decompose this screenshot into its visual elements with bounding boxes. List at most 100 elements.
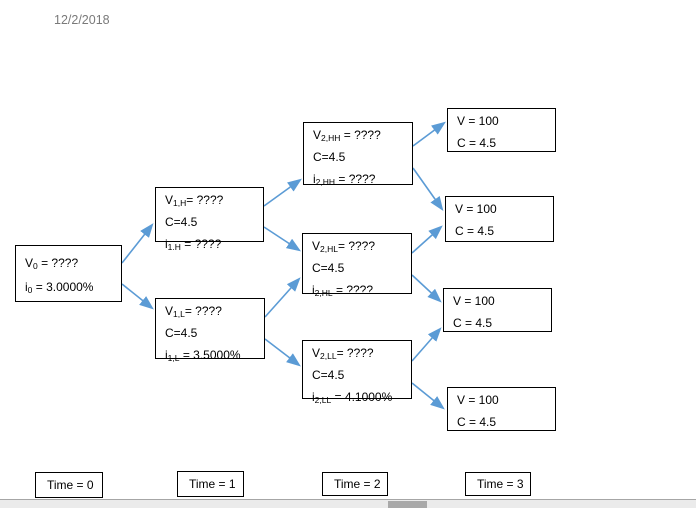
time-label-text: Time = 0 <box>47 478 94 492</box>
time-label-text: Time = 1 <box>189 477 236 491</box>
node-line: C = 4.5 <box>453 314 551 336</box>
tree-branch-arrow <box>263 226 302 252</box>
scrollbar-thumb[interactable] <box>388 501 427 508</box>
horizontal-scrollbar[interactable] <box>0 499 696 508</box>
tree-node-m2: V = 100 C = 4.5 <box>445 196 554 242</box>
slide-date: 12/2/2018 <box>54 13 110 27</box>
line-subscript: 2,LL <box>320 351 337 361</box>
node-line: C=4.5 <box>313 148 412 170</box>
node-line: V2,LL= ???? <box>312 344 411 366</box>
line-pre: C=4.5 <box>165 326 198 340</box>
line-pre: V <box>25 256 34 270</box>
line-subscript: 0 <box>27 285 33 295</box>
node-line: i2,HL = ???? <box>312 281 411 303</box>
tree-branch-arrow <box>412 167 444 211</box>
node-line: V1,L= ???? <box>165 302 264 324</box>
line-subscript: 2,HH <box>321 133 341 143</box>
node-line: i0 = 3.0000% <box>25 277 121 301</box>
line-post: = ???? <box>340 128 381 142</box>
tree-branch-arrow <box>121 223 154 264</box>
node-line: C=4.5 <box>165 324 264 346</box>
node-line: V1,H= ???? <box>165 191 263 213</box>
line-subscript: 2,LL <box>314 395 332 405</box>
node-line: C=4.5 <box>312 366 411 388</box>
node-line: C=4.5 <box>165 213 263 235</box>
line-pre: i <box>312 283 315 297</box>
tree-node-m4: V = 100 C = 4.5 <box>447 387 556 431</box>
line-subscript: 0 <box>33 261 38 271</box>
tree-branch-arrow <box>263 178 302 207</box>
line-subscript: 1.H <box>167 242 181 252</box>
node-line: C = 4.5 <box>457 134 555 156</box>
node-line: V2,HL= ???? <box>312 237 411 259</box>
line-pre: i <box>165 237 168 251</box>
time-label-text: Time = 3 <box>477 477 524 491</box>
tree-branch-arrow <box>121 283 154 310</box>
time-label-text: Time = 2 <box>334 477 381 491</box>
line-post: = 3.0000% <box>32 280 94 294</box>
time-label-1: Time = 1 <box>177 471 244 497</box>
line-post: = ???? <box>336 346 374 360</box>
line-pre: i <box>165 348 168 362</box>
tree-branch-arrow <box>411 327 442 362</box>
time-label-0: Time = 0 <box>35 472 103 498</box>
node-line: i1.H = ???? <box>165 235 263 257</box>
line-subscript: 1,L <box>173 309 185 319</box>
node-line: V0 = ???? <box>25 253 121 277</box>
line-subscript: 1,L <box>167 353 180 363</box>
node-line: V = 100 <box>455 200 553 222</box>
line-post: = ???? <box>37 256 79 270</box>
line-subscript: 2,HL <box>314 288 333 298</box>
line-pre: V = 100 <box>453 294 495 308</box>
line-pre: V = 100 <box>457 393 499 407</box>
line-subscript: 1,H <box>173 198 187 208</box>
line-pre: C=4.5 <box>313 150 346 164</box>
line-post: = ???? <box>186 193 224 207</box>
node-line: V2,HH = ???? <box>313 126 412 148</box>
line-pre: i <box>312 390 315 404</box>
line-post: = ???? <box>184 304 222 318</box>
tree-node-m3: V = 100 C = 4.5 <box>443 288 552 332</box>
tree-branch-arrow <box>264 338 301 367</box>
tree-branch-arrow <box>411 382 445 410</box>
line-pre: V <box>165 193 174 207</box>
tree-branch-arrow <box>412 121 446 147</box>
line-pre: V <box>165 304 174 318</box>
line-pre: C=4.5 <box>312 368 345 382</box>
line-pre: V = 100 <box>457 114 499 128</box>
line-pre: i <box>313 172 316 186</box>
line-pre: V = 100 <box>455 202 497 216</box>
node-line: i2,HH = ???? <box>313 170 412 192</box>
line-pre: C = 4.5 <box>457 136 497 150</box>
line-pre: C = 4.5 <box>453 316 493 330</box>
line-pre: C=4.5 <box>165 215 198 229</box>
time-label-2: Time = 2 <box>322 472 388 496</box>
line-subscript: 2,HH <box>315 177 336 187</box>
line-pre: C = 4.5 <box>455 224 495 238</box>
line-post: = ???? <box>332 283 374 297</box>
node-line: V = 100 <box>457 391 555 413</box>
line-subscript: 2,HL <box>320 244 338 254</box>
node-line: C=4.5 <box>312 259 411 281</box>
node-line: V = 100 <box>457 112 555 134</box>
line-pre: C = 4.5 <box>457 415 497 429</box>
node-line: i2,LL = 4.1000% <box>312 388 411 410</box>
line-post: = 3.5000% <box>179 348 241 362</box>
line-pre: C=4.5 <box>312 261 345 275</box>
line-pre: V <box>312 239 321 253</box>
line-post: = ???? <box>335 172 376 186</box>
node-line: i1,L = 3.5000% <box>165 346 264 368</box>
tree-node-v0: V0 = ????i0 = 3.0000% <box>15 245 122 302</box>
time-label-3: Time = 3 <box>465 472 531 496</box>
node-line: V = 100 <box>453 292 551 314</box>
line-post: = ???? <box>180 237 222 251</box>
line-post: = ???? <box>337 239 376 253</box>
tree-branch-arrow <box>264 277 301 318</box>
line-post: = 4.1000% <box>331 390 393 404</box>
